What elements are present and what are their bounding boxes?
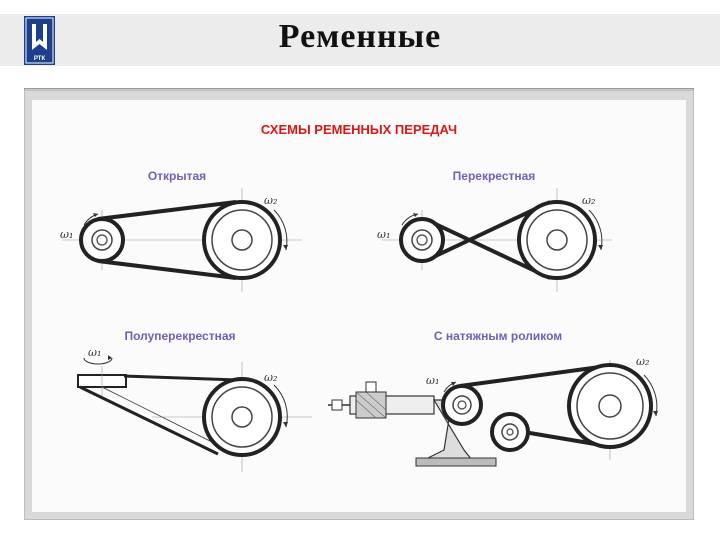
omega-1-label: ω₁ [426,374,439,387]
pulley-rim [526,209,588,271]
arrow-head-icon [653,411,658,416]
hatch [355,399,377,419]
omega-2-label: ω₂ [264,371,277,384]
omega-2-label: ω₂ [264,194,277,207]
omega-2-label: ω₂ [582,194,595,207]
pulley-hub [231,406,253,428]
belt-lower [97,259,237,280]
rtk-logo: РТК [24,16,55,65]
arrow-head-icon [108,355,112,360]
hatch [355,391,387,419]
scheme-crossed: Перекрестная ω₁ ω₂ [377,169,612,292]
arrow-head-icon [451,382,456,386]
pulley-hub [546,229,568,251]
idler-bore [506,428,514,436]
scheme-open-label: Открытая [148,169,206,183]
header-band [0,14,720,66]
belt-upper [459,364,608,388]
belt-lower [79,385,219,456]
scheme-half-crossed-label: Полуперекрестная [124,329,235,343]
pulley-bore [416,234,428,246]
poster-heading: СХЕМЫ РЕМЕННЫХ ПЕРЕДАЧ [261,122,457,137]
hatch [365,391,387,411]
arrow-head-icon [283,422,288,427]
logo-text: РТК [34,56,46,62]
clamp-screw [365,381,377,393]
scheme-crossed-label: Перекрестная [453,169,536,183]
pulley-hub [231,229,253,251]
scheme-tension-idler: С натяжным роликом ω₁ ω₂ [328,329,658,467]
arrow-head-icon [598,245,603,250]
pulley-rim [211,209,273,271]
pulley-rim [576,372,644,440]
belt-upper [123,374,239,382]
omega-1-label: ω₁ [377,228,390,241]
pulley-rim [211,386,273,448]
belt-upper [97,200,237,221]
belt-edge [101,386,229,451]
pulley-bore [457,400,467,410]
scheme-half-crossed: Полуперекрестная ω₁ ω₂ [77,329,312,472]
page-title: Ременные [278,18,442,55]
stand-base [415,457,497,467]
omega-2-label: ω₂ [636,355,649,368]
shaft-end [331,399,343,411]
belt-drive-poster: СХЕМЫ РЕМЕННЫХ ПЕРЕДАЧ Открытая ω₁ ω₂ Пе… [60,122,658,472]
arrow-head-icon [93,213,98,217]
omega-1-label: ω₁ [88,346,101,359]
scheme-open: Открытая ω₁ ω₂ [60,169,302,292]
pulley-bore [96,234,108,246]
slide-header: РТК Ременные [0,0,720,66]
rotation-arrow-icon [83,357,113,365]
omega-1-label: ω₁ [60,228,73,241]
scheme-tension-idler-label: С натяжным роликом [434,329,562,343]
arrow-head-icon [413,213,418,217]
arrow-head-icon [283,245,288,250]
pulley-hub [598,394,622,418]
poster-panel [32,100,686,512]
